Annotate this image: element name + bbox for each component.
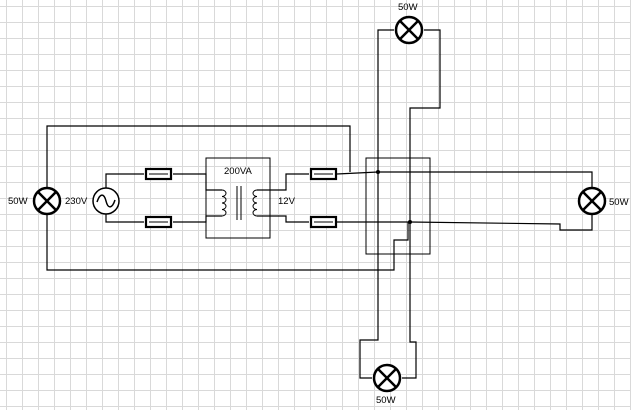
junction-dot [376, 170, 380, 174]
fuse-primary-bottom [144, 215, 173, 229]
lamp-right-icon [577, 186, 607, 216]
secondary-winding [252, 189, 258, 217]
wire-fuse1-primary [173, 173, 222, 191]
source-voltage-label: 230V [65, 196, 88, 207]
lamp-top-icon [394, 15, 424, 45]
wire-source-bottom [105, 214, 144, 223]
wire-bus-upper [336, 171, 593, 188]
wire-fuse2-primary [173, 215, 222, 223]
primary-winding [221, 189, 227, 217]
wire-left-bottom [46, 214, 409, 271]
wire-secondary-bottom [257, 215, 309, 223]
wire-left-top [46, 125, 351, 188]
lamp-left-icon [32, 186, 62, 216]
fuse-primary-top [144, 167, 173, 181]
wire-bottom-lamp-left [359, 172, 379, 379]
lamp-bottom-icon [372, 363, 402, 393]
transformer-rating-label: 200VA [224, 166, 252, 177]
wire-source-top [105, 173, 144, 188]
lamp-top-label: 50W [398, 2, 418, 13]
lamp-bottom-label: 50W [376, 395, 396, 406]
ac-source-icon [92, 187, 120, 215]
lamp-left-label: 50W [8, 196, 28, 207]
fuse-secondary-bottom [309, 215, 338, 229]
wire-bottom-lamp-right [402, 222, 417, 379]
wire-top-lamp-left [377, 29, 394, 172]
lamp-right-label: 50W [609, 197, 629, 208]
transformer-box [205, 157, 271, 239]
junction-dot [408, 220, 412, 224]
fuse-secondary-top [309, 167, 338, 181]
junction-box [365, 157, 431, 255]
wire-top-lamp-right [409, 29, 441, 222]
wire-secondary-top [257, 173, 309, 191]
wire-bus-lower [337, 214, 593, 231]
secondary-voltage-label: 12V [278, 196, 296, 207]
